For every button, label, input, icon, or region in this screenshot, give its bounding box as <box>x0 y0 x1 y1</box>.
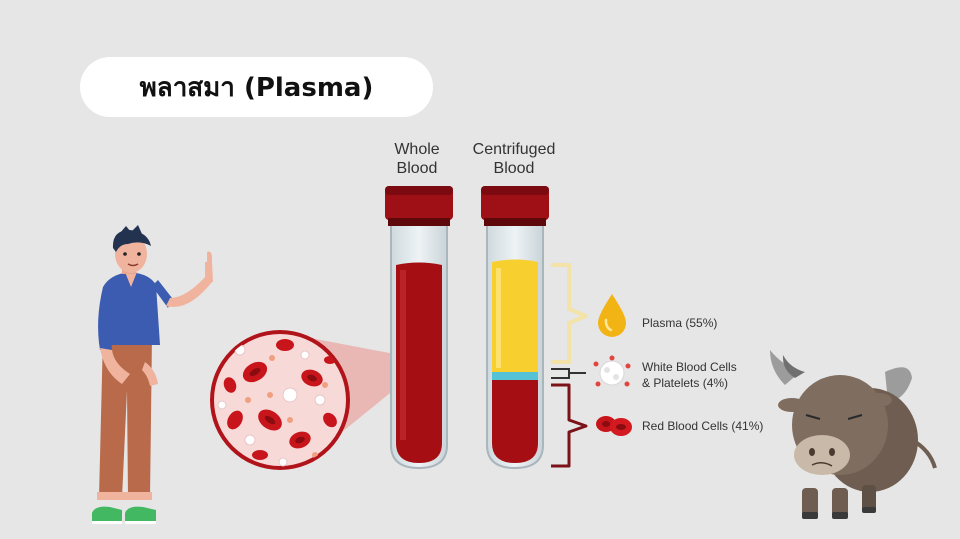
wbc-bracket <box>551 368 586 379</box>
magnified-blood-circle <box>210 330 350 470</box>
red-cell-layer <box>492 380 538 463</box>
buffalo-mascot-icon <box>770 350 937 519</box>
wbc-legend-line1: White Blood Cells <box>642 360 737 374</box>
rbc-bracket <box>551 383 588 468</box>
whole-blood-label-line1: Whole <box>394 141 440 158</box>
plasma-layer <box>492 259 538 372</box>
white-blood-cell-icon <box>593 355 631 387</box>
centrifuged-blood-label-line2: Blood <box>493 160 535 177</box>
wbc-legend-line2: & Platelets (4%) <box>642 376 729 390</box>
title-pill: พลาสมา (Plasma) <box>80 57 433 117</box>
buffy-coat-layer <box>492 372 538 380</box>
red-blood-cell-icon <box>242 361 268 383</box>
wbc-legend-label: White Blood Cells & Platelets (4%) <box>642 359 737 391</box>
whole-blood-tube <box>385 186 453 470</box>
plasma-legend-label: Plasma (55%) <box>642 316 718 330</box>
page-title: พลาสมา (Plasma) <box>139 72 374 103</box>
plasma-drop-icon <box>598 294 626 337</box>
whole-blood-label-line2: Blood <box>396 160 438 177</box>
red-blood-cells-icon <box>596 416 632 436</box>
man-character <box>92 225 213 524</box>
centrifuged-blood-label-line1: Centrifuged <box>472 141 556 158</box>
whole-blood-label: Whole Blood <box>372 140 462 178</box>
centrifuged-blood-tube <box>481 186 549 470</box>
rbc-legend-label: Red Blood Cells (41%) <box>642 419 764 433</box>
plasma-bracket <box>551 263 588 364</box>
centrifuged-blood-label: Centrifuged Blood <box>458 140 570 178</box>
